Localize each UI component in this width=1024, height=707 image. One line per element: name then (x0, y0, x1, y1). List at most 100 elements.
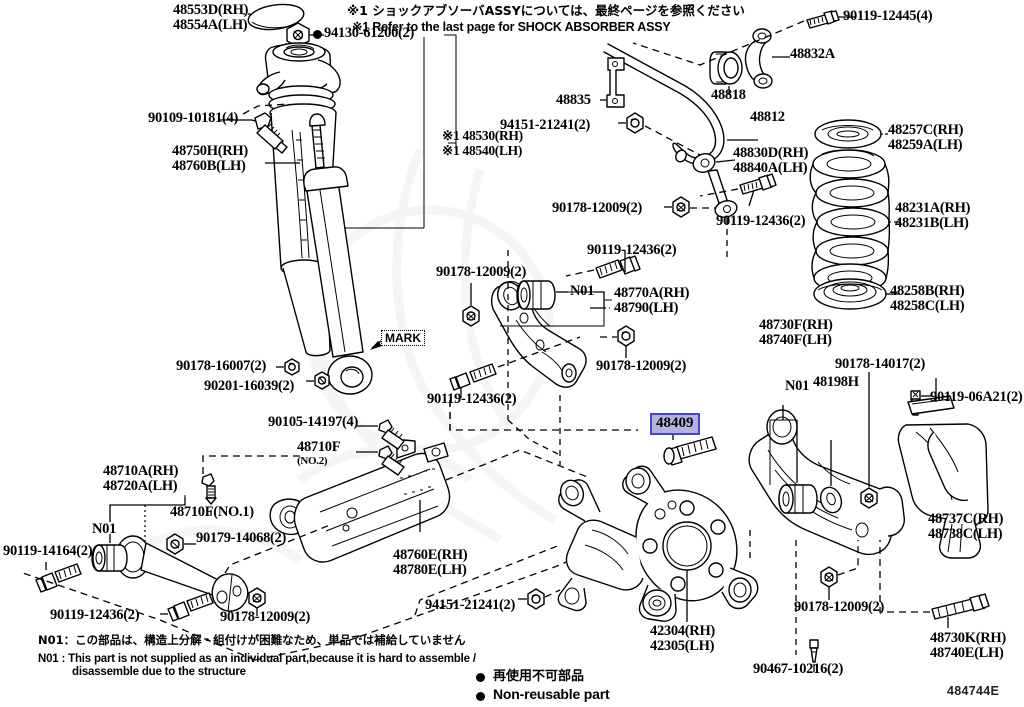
part-N01-bushing-left-arm (91, 544, 128, 572)
label-90179-14068: 90179-14068(2) (196, 530, 287, 546)
part-48257C-upper-insulator (814, 119, 882, 149)
footnote-N01-en-line2: disassemble due to the structure (72, 666, 246, 678)
label-90119-12436-bl: 90119-12436(2) (50, 607, 140, 623)
part-90119-12436-bolt-stab (739, 173, 777, 195)
part-94130-nut (286, 22, 310, 48)
part-90178-12009-nut-bottomleft (248, 587, 266, 609)
label-48840A: 48840A(LH) (733, 160, 808, 176)
label-48259A: 48259A(LH) (888, 137, 963, 153)
label-90178-12009-mid: 90178-12009(2) (436, 264, 527, 280)
part-N01-bushing-right-arm (778, 484, 818, 514)
part-90119-12436-bolt-mid (449, 363, 497, 391)
highlighted-part-48409[interactable]: 48409 (650, 413, 700, 435)
label-90178-12009-arm: 90178-12009(2) (596, 358, 687, 374)
part-48737C-bracket (897, 395, 989, 559)
label-48540: ※1 48540(LH) (442, 143, 523, 158)
legend-bullet-en (476, 692, 485, 701)
label-42304: 42304(RH) (650, 623, 715, 639)
label-48737C: 48737C(RH) (928, 511, 1004, 527)
diagram-reference-number: 484744E (947, 684, 1000, 698)
footnote-N01-en-code: N01 (38, 653, 59, 665)
label-48710A: 48710A(RH) (103, 463, 179, 479)
label-N01-left: N01 (92, 521, 117, 537)
footnote-N01-jp: N01：この部品は、構造上分解・組付けが困難なため、単品では補給していません (38, 634, 465, 647)
part-48818-bushing (709, 51, 743, 85)
part-90201-16039-washer (314, 371, 330, 390)
part-90179-14068-washer (166, 533, 184, 555)
label-90178-16007: 90178-16007(2) (176, 358, 267, 374)
label-90119-12436-arm: 90119-12436(2) (587, 242, 677, 258)
label-48530: ※1 48530(RH) (442, 128, 523, 143)
label-90109-10181: 90109-10181(4) (148, 110, 239, 126)
label-48258B: 48258B(RH) (890, 283, 965, 299)
label-90119-12436-mid: 90119-12436(2) (427, 391, 517, 407)
part-90467-10216-clip (809, 639, 819, 663)
label-48835: 48835 (556, 92, 591, 108)
part-48730K-bolt (931, 593, 990, 620)
label-48730F: 48730F(RH) (759, 317, 833, 333)
label-90105-14197: 90105-14197(4) (268, 414, 359, 430)
part-48835-bracket (606, 57, 625, 108)
note-shock-absorber-jp: ※1 ショックアブソーバASSYについては、最終ページを参照ください (347, 3, 745, 18)
part-90119-12436-bolt-arm (595, 255, 641, 279)
label-90119-06A21: 90119-06A21(2) (930, 389, 1023, 405)
label-48720A: 48720A(LH) (103, 478, 178, 494)
label-48553D: 48553D(RH) (173, 2, 249, 18)
label-48830D: 48830D(RH) (733, 145, 809, 161)
label-42305: 42305(LH) (650, 638, 715, 654)
part-90119-14164-bolt (35, 563, 82, 593)
label-N01-mid: N01 (570, 283, 595, 299)
part-90119-12445-bolt (806, 10, 840, 29)
label-48740E: 48740E(LH) (930, 645, 1004, 661)
label-48790: 48790(LH) (614, 300, 679, 316)
label-48832A: 48832A (790, 46, 835, 62)
legend-bullet-jp (476, 673, 485, 682)
label-90201-16039: 90201-16039(2) (204, 378, 295, 394)
footnote-N01-jp-code: N01 (38, 633, 64, 647)
part-90109-10181-screw (254, 112, 288, 154)
part-48710A-lower-arm (115, 535, 249, 613)
label-48198H: 48198H (813, 374, 859, 390)
part-48770A-upper-arm (490, 281, 587, 388)
part-90105-14197-bolt (378, 419, 405, 450)
part-48830D-stabilizer-link (692, 153, 738, 218)
label-48257C: 48257C(RH) (888, 122, 964, 138)
part-90119-12436-bolt-bottom (167, 592, 214, 622)
label-48818: 48818 (711, 87, 746, 103)
label-48258C: 48258C(LH) (890, 298, 965, 314)
part-48730F-lower-arm-right (748, 409, 905, 556)
label-90178-14017: 90178-14017(2) (835, 356, 926, 372)
label-90178-12009-br: 90178-12009(2) (794, 599, 885, 615)
part-48198H-washer (819, 486, 843, 514)
mark-callout: MARK (381, 330, 425, 346)
label-90119-12436-stab: 90119-12436(2) (716, 213, 806, 229)
label-90119-14164: 90119-14164(2) (3, 543, 93, 559)
label-48812: 48812 (750, 109, 785, 125)
label-48760E: 48760E(RH) (393, 547, 468, 563)
part-48258B-lower-insulator (813, 278, 887, 310)
part-94151-21241-nut-top (626, 112, 644, 134)
label-48780E: 48780E(LH) (393, 562, 467, 578)
label-48740F: 48740F(LH) (759, 332, 832, 348)
label-48554A: 48554A(LH) (173, 17, 248, 33)
part-42304-rear-axle-carrier (557, 465, 759, 622)
part-90178-12009-nut-mid (462, 305, 480, 327)
part-48530-shock-lower-tube (303, 113, 373, 395)
footnote-N01-en-sep: : (58, 653, 69, 665)
part-94151-21241-nut-bottom (527, 588, 545, 610)
part-48231A-coil-spring (809, 149, 891, 293)
label-48770A: 48770A(RH) (614, 285, 690, 301)
part-48710F-no1-screw (201, 473, 217, 505)
non-reusable-dot-94130 (313, 30, 322, 39)
label-48750H: 48750H(RH) (172, 143, 248, 159)
label-94130-61200: 94130-61200(2) (324, 25, 415, 41)
label-48760B: 48760B(LH) (172, 158, 246, 174)
note-shock-absorber-en: ※1 Refer to the last page for SHOCK ABSO… (352, 20, 671, 34)
part-90178-12009-nut-arm-right (617, 325, 635, 347)
label-94151-21241-top: 94151-21241(2) (500, 117, 591, 133)
part-90178-14017-nut (860, 487, 878, 509)
label-N01-right: N01 (785, 378, 810, 394)
label-90467-10216: 90467-10216(2) (753, 661, 844, 677)
label-48710F-no2: 48710F (297, 439, 341, 455)
